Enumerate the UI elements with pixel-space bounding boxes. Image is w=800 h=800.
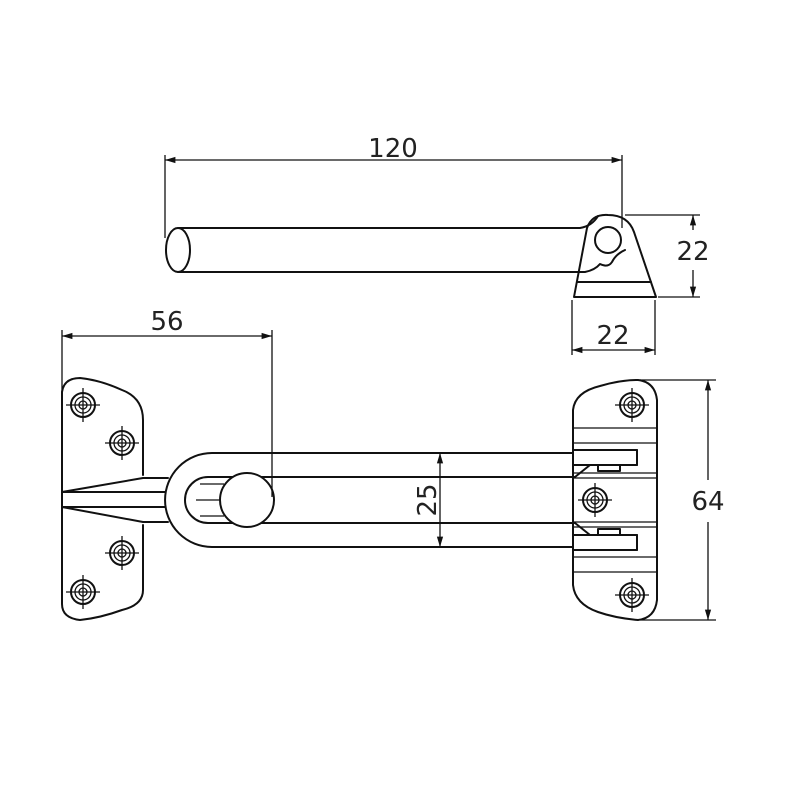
dimension-length: 120 [164, 134, 623, 238]
dim-label-length: 120 [368, 134, 418, 164]
screw-icon [577, 482, 613, 518]
screw-icon [65, 387, 101, 423]
dimension-plate-offset: 56 [61, 307, 273, 497]
dim-label-base-width: 22 [596, 321, 629, 351]
dim-label-plate-height: 64 [691, 487, 724, 517]
dimension-slot-width: 25 [413, 453, 444, 547]
bolt-wedge [61, 477, 169, 523]
screw-icon [614, 387, 650, 423]
dimension-base-width: 22 [571, 300, 656, 355]
screw-icon [65, 574, 101, 610]
screw-icon [104, 535, 140, 571]
guard-arm-loop [164, 452, 561, 548]
dim-label-slot-width: 25 [413, 483, 443, 516]
dim-label-eye-height: 22 [676, 237, 709, 267]
top-view-arm [165, 213, 657, 298]
left-plate [61, 377, 144, 621]
screw-icon [614, 577, 650, 613]
screw-icon [104, 425, 140, 461]
dim-label-plate-offset: 56 [150, 307, 183, 337]
right-plate [572, 379, 658, 621]
knob [219, 472, 275, 528]
dimension-eye-height: 22 [625, 214, 710, 298]
dimension-plate-height: 64 [640, 379, 725, 621]
